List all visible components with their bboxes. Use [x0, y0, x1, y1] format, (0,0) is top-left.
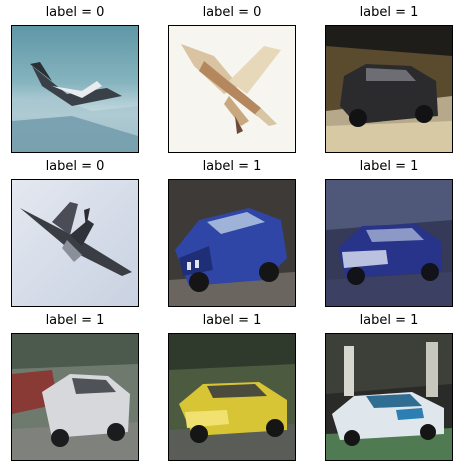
cell-title: label = 1	[202, 313, 262, 328]
cell-title: label = 1	[202, 159, 262, 174]
image-thumbnail-car	[168, 179, 296, 307]
grid-cell-1: label = 0	[11, 3, 139, 153]
cell-title: label = 1	[359, 159, 419, 174]
image-thumbnail-airplane	[11, 25, 139, 153]
cell-title: label = 0	[45, 159, 105, 174]
image-thumbnail-car	[325, 333, 453, 461]
image-thumbnail-airplane	[11, 179, 139, 307]
cell-title: label = 1	[359, 313, 419, 328]
grid-cell-3: label = 1	[325, 3, 453, 153]
grid-cell-7: label = 1	[11, 311, 139, 461]
grid-cell-5: label = 1	[168, 157, 296, 307]
grid-cell-9: label = 1	[325, 311, 453, 461]
grid-cell-4: label = 0	[11, 157, 139, 307]
image-thumbnail-car	[168, 333, 296, 461]
image-thumbnail-car	[325, 179, 453, 307]
grid-cell-8: label = 1	[168, 311, 296, 461]
cell-title: label = 1	[45, 313, 105, 328]
image-thumbnail-airplane	[168, 25, 296, 153]
image-thumbnail-car	[325, 25, 453, 153]
cell-title: label = 0	[202, 5, 262, 20]
grid-cell-6: label = 1	[325, 157, 453, 307]
grid-cell-2: label = 0	[168, 3, 296, 153]
cell-title: label = 1	[359, 5, 419, 20]
cell-title: label = 0	[45, 5, 105, 20]
image-thumbnail-car	[11, 333, 139, 461]
